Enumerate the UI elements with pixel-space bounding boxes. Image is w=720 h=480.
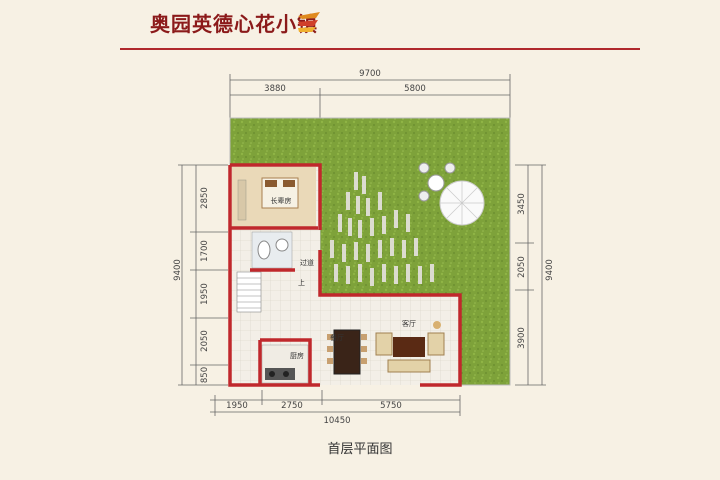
walls: [228, 163, 462, 387]
plan-title: 首层平面图: [327, 442, 393, 457]
dim-right-seg1: 3450: [517, 193, 527, 215]
sink-icon: [275, 238, 289, 252]
armchair-icon: [375, 332, 393, 356]
dim-top-left: 3880: [264, 84, 286, 94]
header: 奥园英德心花小镇: [0, 0, 720, 60]
room-label-corridor: 过道: [300, 258, 314, 267]
sofa-icon: [387, 359, 431, 373]
dim-left-total: 9400: [173, 259, 183, 281]
dim-left-seg1: 2850: [200, 187, 210, 209]
patio-table-icon: [418, 162, 456, 202]
dim-bottom-total: 10450: [323, 416, 350, 426]
room-label-up: 上: [298, 278, 305, 287]
dim-bottom-seg1: 1950: [226, 401, 248, 411]
garden-pavers: [330, 172, 434, 286]
staircase-icon: [236, 271, 262, 313]
dimension-labels: 9700 3880 5800 1950 2750 5750 10450 9400…: [173, 69, 555, 426]
lamp-icon: [433, 321, 441, 329]
dim-left-seg5: 850: [200, 367, 210, 383]
wardrobe-icon: [237, 179, 247, 221]
brand-title: 奥园英德心花小镇: [150, 12, 318, 36]
stove-icon: [265, 368, 295, 380]
room-label-bedroom: 长辈房: [271, 196, 292, 205]
toilet-icon: [257, 240, 271, 260]
dim-left-seg2: 1700: [200, 240, 210, 262]
dim-top-total: 9700: [359, 69, 381, 79]
dimension-lines: [178, 74, 546, 416]
room-label-kitchen: 厨房: [290, 351, 304, 360]
dim-top-right: 5800: [404, 84, 426, 94]
dim-left-seg4: 2050: [200, 330, 210, 352]
dining-table-icon: [333, 329, 361, 375]
header-divider: [120, 48, 640, 50]
dim-right-seg2: 2050: [517, 256, 527, 278]
armchair-icon-right: [427, 332, 445, 356]
dim-left-seg3: 1950: [200, 283, 210, 305]
room-label-living: 客厅: [402, 319, 416, 328]
coffee-table-icon: [393, 337, 425, 357]
room-label-dining: 餐厅: [330, 333, 344, 342]
dim-bottom-seg3: 5750: [380, 401, 402, 411]
aoyuan-logo-icon: [298, 12, 320, 32]
dim-right-total: 9400: [545, 259, 555, 281]
umbrella-icon: [439, 180, 485, 226]
dim-bottom-seg2: 2750: [281, 401, 303, 411]
dim-right-seg3: 3900: [517, 327, 527, 349]
